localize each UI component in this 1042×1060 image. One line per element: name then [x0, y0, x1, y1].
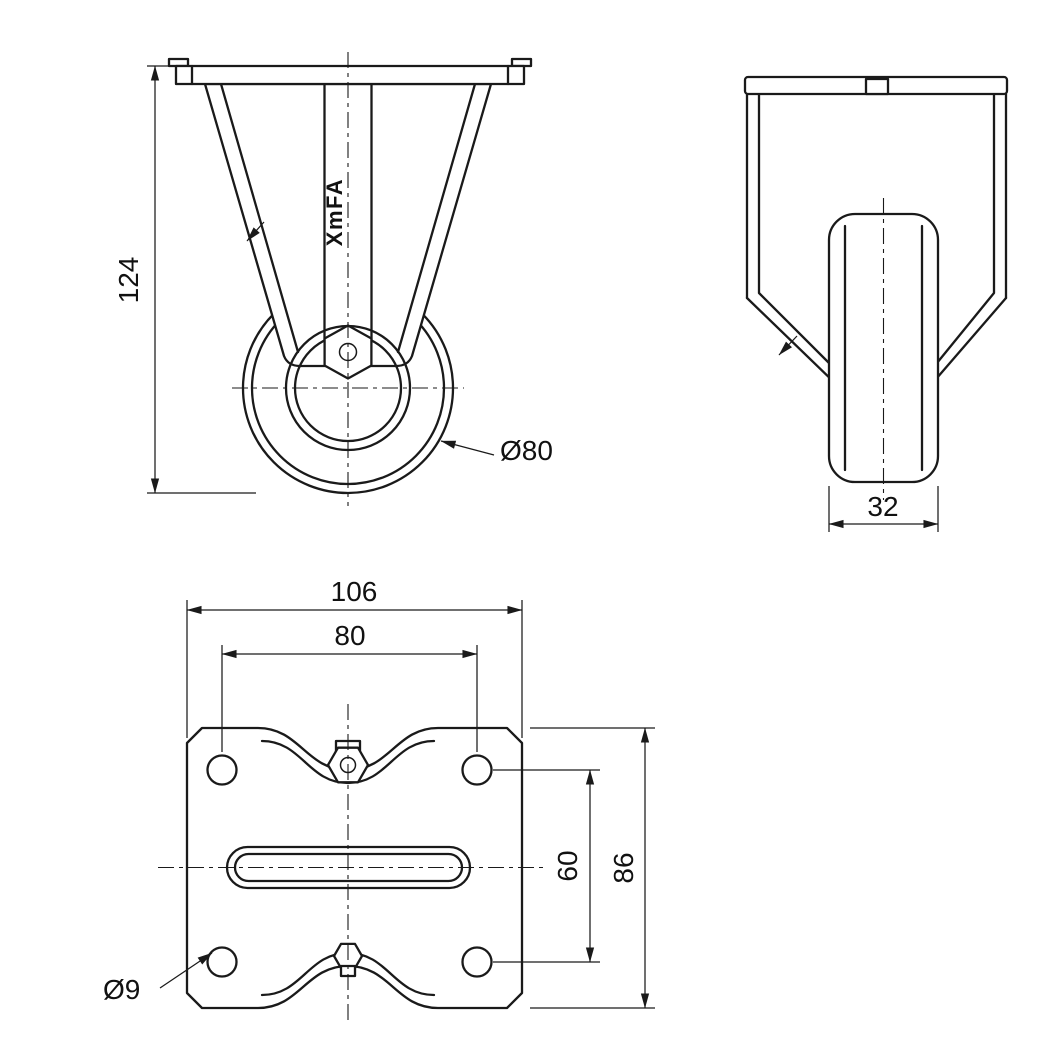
leg-pointer-arrow [778, 335, 798, 356]
brand-stamp: XmFA [322, 178, 347, 246]
dim-label-bolt-spacing-depth: 60 [552, 850, 583, 881]
dim-bolt-spacing-depth: 60 [493, 769, 600, 963]
dim-plate-depth: 86 [530, 727, 655, 1009]
bracket-inner-left [757, 92, 842, 376]
dim-label-plate-width: 106 [331, 576, 378, 607]
plan-view: 106 80 60 86 Ø9 [103, 576, 655, 1024]
leader-line [159, 952, 213, 989]
dim-label-wheel-diameter: Ø80 [500, 435, 553, 466]
bracket-side [745, 92, 1008, 388]
fork-inner-edge-right [396, 82, 477, 354]
dim-label-bolt-spacing-width: 80 [334, 620, 365, 651]
dim-plate-width: 106 [186, 576, 523, 738]
plate-outline [185, 726, 524, 1010]
bolt-hole-bottom-right [461, 946, 493, 978]
front-view: XmFA 124 Ø80 [113, 52, 553, 506]
bracket-slant-right [928, 296, 1008, 388]
dim-label-tread-width: 32 [867, 491, 898, 522]
dim-bolt-hole-diameter: Ø9 [103, 952, 213, 1005]
dim-overall-height: 124 [113, 65, 256, 494]
dim-bolt-spacing-width: 80 [221, 620, 478, 752]
leg-pointer-arrow [246, 221, 265, 242]
bolt-hole-top-right [461, 754, 493, 786]
bracket-slant-left [745, 296, 840, 388]
mounting-plate-front [167, 57, 533, 86]
leader-line [440, 440, 495, 456]
dim-label-plate-depth: 86 [608, 852, 639, 883]
dim-wheel-diameter: Ø80 [440, 435, 553, 466]
fork-inner-edge-left [219, 82, 300, 354]
plate-top-bolt [864, 77, 890, 96]
side-view: 32 [743, 75, 1009, 532]
dim-label-height: 124 [113, 257, 144, 304]
plate-body [174, 64, 526, 86]
bracket-inner-right [926, 92, 996, 376]
dim-tread-width: 32 [828, 486, 939, 532]
bolt-hole-top-left [206, 754, 238, 786]
dim-label-bolt-hole-diameter: Ø9 [103, 974, 140, 1005]
